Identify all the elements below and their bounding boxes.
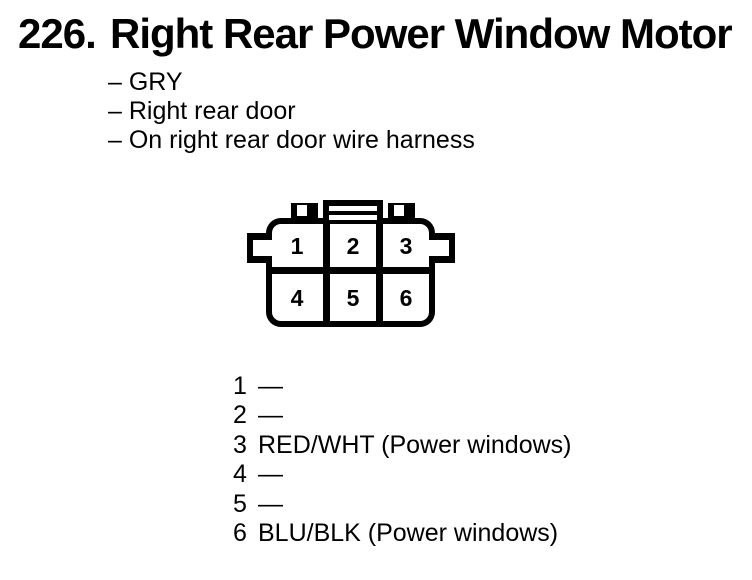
cavity-number-2: 2 bbox=[347, 233, 360, 259]
pin-wire-label: — bbox=[258, 372, 283, 400]
page-heading: 226. Right Rear Power Window Motor bbox=[18, 10, 733, 57]
pin-number: 4 bbox=[233, 460, 247, 489]
cavity-number-1: 1 bbox=[291, 233, 304, 259]
pin-wire-label: — bbox=[258, 460, 283, 489]
pinout-row-6: 6 BLU/BLK (Power windows) bbox=[233, 519, 571, 548]
pin-number: 3 bbox=[233, 430, 247, 459]
pin-number: 2 bbox=[233, 401, 247, 430]
pinout-row-2: 2 — bbox=[233, 401, 571, 430]
pinout-list: 1 — 2 — 3 RED/WHT (Power windows) 4 — 5 … bbox=[233, 372, 571, 548]
cavity-number-4: 4 bbox=[291, 285, 304, 311]
latch-stripe-bottom bbox=[329, 215, 377, 220]
ear-notch-left bbox=[253, 240, 277, 256]
tab-notch-left bbox=[297, 205, 307, 216]
latch-stripe-top bbox=[329, 206, 377, 211]
pin-wire-label: BLU/BLK (Power windows) bbox=[258, 519, 559, 548]
pin-number: 5 bbox=[233, 489, 247, 518]
pinout-row-5: 5 — bbox=[233, 490, 571, 519]
detail-line-harness: – On right rear door wire harness bbox=[108, 126, 475, 154]
item-number: 226. bbox=[18, 10, 97, 57]
grid-divider-horizontal bbox=[268, 267, 434, 274]
pin-wire-label: — bbox=[258, 489, 283, 518]
cavity-number-6: 6 bbox=[400, 285, 413, 311]
page-title: Right Rear Power Window Motor bbox=[110, 10, 733, 57]
detail-line-location: – Right rear door bbox=[108, 97, 296, 125]
pin-number: 1 bbox=[233, 372, 247, 400]
connector-diagram: 1 2 3 4 5 6 bbox=[247, 198, 455, 330]
detail-line-color: – GRY bbox=[108, 68, 183, 96]
pin-wire-label: — bbox=[258, 401, 283, 430]
pinout-row-3: 3 RED/WHT (Power windows) bbox=[233, 431, 571, 460]
ear-notch-right bbox=[425, 240, 449, 256]
pin-wire-label: RED/WHT (Power windows) bbox=[258, 430, 572, 459]
connector-face-svg: 1 2 3 4 5 6 bbox=[247, 200, 455, 327]
pin-number: 6 bbox=[233, 519, 247, 548]
cavity-number-5: 5 bbox=[347, 285, 360, 311]
pinout-row-1: 1 — bbox=[233, 372, 571, 401]
tab-notch-right bbox=[394, 205, 404, 216]
cavity-number-3: 3 bbox=[400, 233, 413, 259]
connector-details: – GRY – Right rear door – On right rear … bbox=[108, 68, 475, 155]
pinout-row-4: 4 — bbox=[233, 460, 571, 489]
